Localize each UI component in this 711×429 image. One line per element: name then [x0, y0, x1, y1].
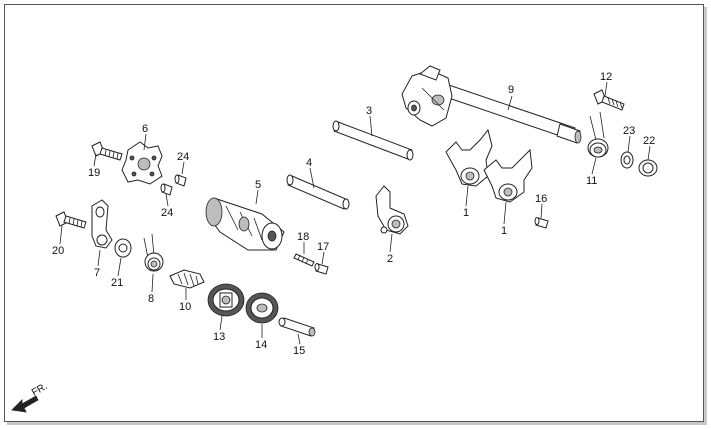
callout-19: 19	[88, 167, 100, 179]
callout-17: 17	[317, 241, 329, 253]
callout-22: 22	[643, 135, 655, 147]
callout-21: 21	[111, 277, 123, 289]
callout-14: 14	[255, 339, 267, 351]
part-4-shift-fork-shaft	[286, 174, 350, 210]
part-15-pin	[278, 317, 316, 337]
part-18-spring-pin	[293, 253, 315, 267]
callout-6: 6	[142, 123, 148, 135]
callout-5: 5	[255, 179, 261, 191]
callout-24-lower: 24	[161, 207, 173, 219]
callout-23: 23	[623, 125, 635, 137]
front-direction-indicator: FR.	[11, 381, 49, 413]
part-17-dowel-pin	[314, 263, 329, 275]
part-9-shift-shaft	[401, 65, 582, 144]
callout-12: 12	[600, 71, 612, 83]
part-2-shift-fork	[375, 185, 409, 235]
part-20-bolt	[55, 211, 87, 229]
callout-11: 11	[586, 175, 597, 187]
part-1-shift-fork-b	[483, 148, 533, 203]
callout-24-upper: 24	[177, 151, 189, 163]
part-5-shift-drum	[205, 197, 285, 251]
part-19-bolt	[91, 141, 123, 161]
part-3-shift-fork-shaft	[332, 120, 414, 161]
part-24-pin-lower	[160, 183, 173, 196]
callout-13: 13	[213, 331, 225, 343]
part-14-gear	[245, 292, 279, 324]
leader-lines	[59, 81, 651, 345]
callout-16: 16	[535, 193, 547, 205]
callout-1b: 1	[501, 225, 507, 237]
part-7-stopper-arm	[91, 199, 113, 249]
front-arrow-icon	[11, 395, 39, 413]
callout-10: 10	[179, 301, 191, 313]
callout-9: 9	[508, 84, 514, 96]
part-21-washer	[114, 238, 132, 258]
part-8-stopper-spring	[143, 233, 164, 272]
part-13-gear	[207, 283, 245, 317]
diagram-frame	[4, 4, 704, 422]
part-6-shift-drum-stopper-plate	[121, 141, 163, 185]
part-23-washer	[620, 151, 634, 169]
callout-1a: 1	[463, 207, 469, 219]
part-12-bolt	[593, 89, 625, 111]
callout-4: 4	[306, 157, 312, 169]
callout-18: 18	[297, 231, 309, 243]
callout-7: 7	[94, 267, 100, 279]
callout-3: 3	[366, 105, 372, 117]
callout-2: 2	[387, 253, 393, 265]
callout-8: 8	[148, 293, 154, 305]
front-direction-label: FR.	[30, 381, 49, 399]
callout-20: 20	[52, 245, 64, 257]
part-10-plate	[169, 269, 205, 289]
part-11-return-spring	[587, 111, 609, 158]
part-16-dowel-pin	[534, 217, 549, 229]
callout-labels: 9 3 4 5 6 24 24 19 20 7 21 8 10 13 14 15…	[52, 71, 655, 357]
part-22-seal-ring	[638, 159, 658, 177]
callout-15: 15	[293, 345, 305, 357]
part-1-shift-fork-a	[445, 128, 493, 187]
part-24-pin-upper	[174, 174, 187, 187]
